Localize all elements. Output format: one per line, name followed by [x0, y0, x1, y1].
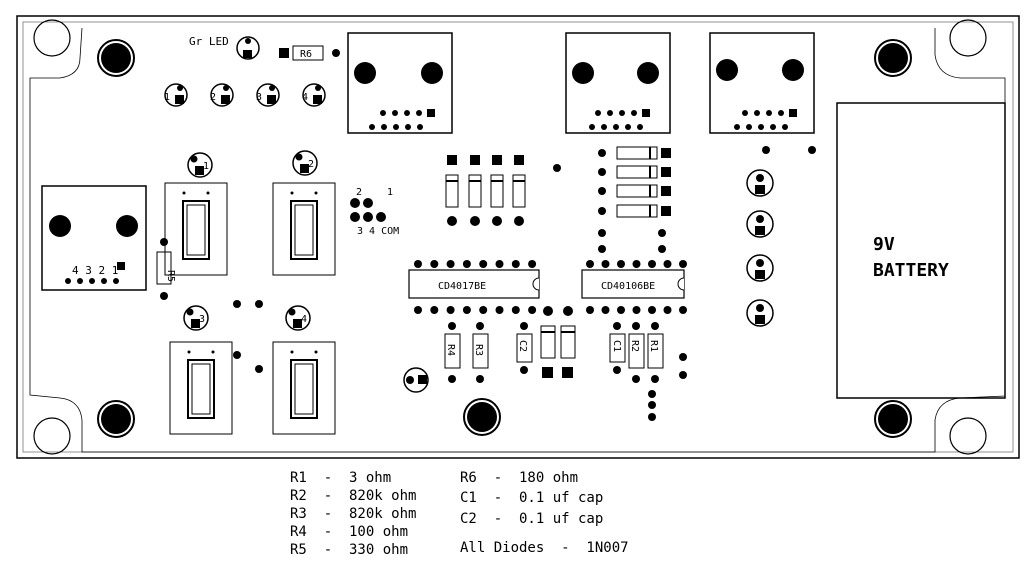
right-led: [746, 254, 774, 282]
right-led: [746, 299, 774, 327]
switch-led: 1: [187, 152, 213, 178]
svg-text:R5: R5: [165, 270, 176, 282]
legend-left-3: R3 - 820k ohm: [290, 506, 416, 522]
legend-left-4: R4 - 100 ohm: [290, 524, 408, 540]
ic-cd4017be: CD4017BE: [408, 260, 540, 314]
svg-text:CD4017BE: CD4017BE: [438, 281, 486, 292]
r3-resistor: R3: [472, 322, 489, 383]
array-resistor: [468, 155, 482, 226]
right-led: [746, 169, 774, 197]
svg-text:R4: R4: [445, 344, 456, 356]
svg-text:2: 2: [308, 159, 314, 170]
svg-text:4 3 2 1: 4 3 2 1: [72, 264, 118, 277]
svg-text:BATTERY: BATTERY: [873, 260, 949, 281]
misc-vias: [233, 146, 816, 421]
array-diode: [598, 184, 671, 198]
right-led-column: [746, 169, 774, 327]
battery-holder: 9V BATTERY: [836, 102, 1006, 399]
legend-left-5: R5 - 330 ohm: [290, 542, 408, 558]
gr-led: [236, 36, 260, 60]
svg-text:1: 1: [203, 161, 209, 172]
r4-resistor: R4: [444, 322, 461, 383]
rj-jack-1: [347, 32, 453, 134]
mounting-pads: [101, 43, 908, 434]
svg-text:2: 2: [210, 92, 216, 103]
svg-text:R1: R1: [648, 340, 659, 352]
svg-text:1: 1: [387, 187, 393, 198]
rj-jack-left: 4 3 2 1: [41, 185, 147, 291]
svg-text:R3: R3: [473, 344, 484, 356]
svg-text:R2: R2: [629, 340, 640, 352]
diode-array: [598, 146, 671, 253]
numbered-led: 2: [210, 83, 234, 107]
array-diode: [598, 146, 671, 160]
rj-jack-2: [565, 32, 671, 134]
numbered-led: 4: [302, 83, 326, 107]
svg-text:CD40106BE: CD40106BE: [601, 281, 655, 292]
switch-2: 2: [272, 150, 336, 276]
legend-right-5: All Diodes - 1N007: [460, 540, 629, 556]
c1-capacitor: C1: [609, 322, 626, 374]
diode-pair-center: [540, 306, 576, 378]
led-row: 1 2 3 4: [164, 83, 326, 107]
svg-text:4: 4: [302, 92, 308, 103]
legend-right-3: C2 - 0.1 uf cap: [460, 511, 603, 527]
svg-text:1: 1: [164, 92, 170, 103]
svg-text:C1: C1: [611, 340, 622, 352]
component-legend: R1 - 3 ohm R2 - 820k ohm R3 - 820k ohm R…: [290, 470, 629, 558]
legend-left-1: R1 - 3 ohm: [290, 470, 391, 486]
array-resistor: [445, 155, 459, 226]
svg-text:3: 3: [199, 314, 205, 325]
svg-text:2: 2: [356, 187, 362, 198]
svg-text:4: 4: [301, 314, 307, 325]
svg-text:R6: R6: [300, 49, 312, 60]
switch-led: 3: [183, 305, 209, 331]
board-contour: [29, 27, 1006, 453]
board-outline: [16, 15, 1020, 459]
gr-led-label: Gr LED: [189, 35, 229, 48]
legend-right-1: R6 - 180 ohm: [460, 470, 578, 486]
r1-resistor: R1: [647, 322, 664, 383]
rj-jack-3: [709, 32, 815, 134]
legend-right-2: C1 - 0.1 uf cap: [460, 490, 603, 506]
array-resistor: [512, 155, 526, 226]
legend-left-2: R2 - 820k ohm: [290, 488, 416, 504]
corner-mounting-holes: [33, 19, 987, 455]
jumper-header: 2 1 3 4 COM: [350, 187, 399, 237]
r5-resistor: R5: [156, 238, 176, 300]
svg-text:9V: 9V: [873, 234, 895, 255]
center-led: [403, 367, 429, 393]
svg-text:C2: C2: [517, 340, 528, 352]
switch-4: 4: [272, 305, 336, 435]
right-led: [746, 210, 774, 238]
r6-resistor: R6: [279, 45, 340, 61]
svg-text:3: 3: [256, 92, 262, 103]
numbered-led: 1: [164, 83, 188, 107]
ic-cd40106be: CD40106BE: [581, 260, 687, 314]
switch-3: 3: [169, 305, 233, 435]
board-inner-outline: [22, 21, 1014, 453]
switch-led: 4: [285, 305, 311, 331]
array-diode: [598, 165, 671, 179]
c2-capacitor: C2: [516, 322, 533, 374]
switch-group: 1 2 3 4: [164, 150, 336, 435]
r2-resistor: R2: [628, 322, 645, 383]
switch-led: 2: [292, 150, 318, 176]
svg-text:3 4 COM: 3 4 COM: [357, 226, 399, 237]
array-diode: [598, 204, 671, 218]
array-resistor: [490, 155, 504, 226]
numbered-led: 3: [256, 83, 280, 107]
switch-1: 1: [164, 152, 228, 276]
resistor-array-top: [445, 155, 526, 226]
